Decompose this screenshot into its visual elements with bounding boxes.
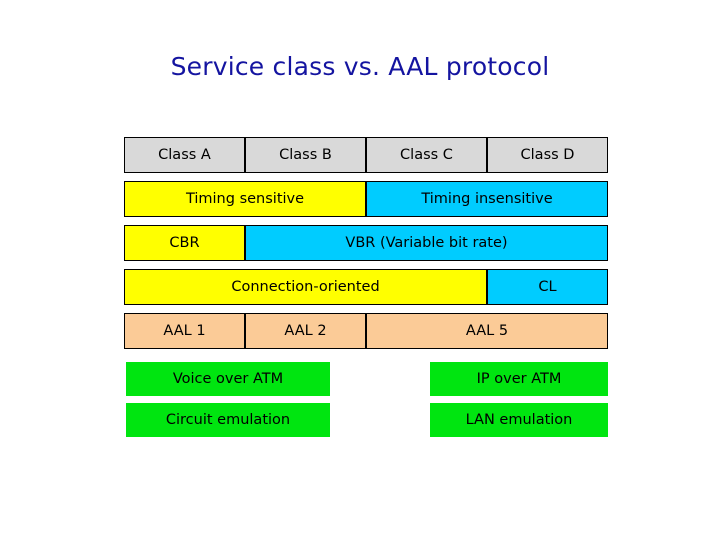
cell-class-b[interactable]: Class B (245, 137, 366, 173)
cell-class-a[interactable]: Class A (124, 137, 245, 173)
cell-aal-2[interactable]: AAL 2 (245, 313, 366, 349)
example-row-1: Voice over ATM IP over ATM (124, 362, 608, 398)
cell-connection-oriented[interactable]: Connection-oriented (124, 269, 487, 305)
cell-aal-5[interactable]: AAL 5 (366, 313, 608, 349)
cell-connectionless[interactable]: CL (487, 269, 608, 305)
example-lan-emulation[interactable]: LAN emulation (430, 403, 608, 437)
cell-vbr[interactable]: VBR (Variable bit rate) (245, 225, 608, 261)
connection-mode-row: Connection-oriented CL (124, 269, 608, 305)
example-row-2: Circuit emulation LAN emulation (124, 403, 608, 439)
page-title: Service class vs. AAL protocol (170, 52, 550, 81)
example-circuit-emulation[interactable]: Circuit emulation (126, 403, 330, 437)
example-voice-over-atm[interactable]: Voice over ATM (126, 362, 330, 396)
cell-timing-sensitive[interactable]: Timing sensitive (124, 181, 366, 217)
cell-class-c[interactable]: Class C (366, 137, 487, 173)
service-class-row: Class A Class B Class C Class D (124, 137, 608, 173)
timing-row: Timing sensitive Timing insensitive (124, 181, 608, 217)
cell-class-d[interactable]: Class D (487, 137, 608, 173)
cell-timing-insensitive[interactable]: Timing insensitive (366, 181, 608, 217)
cell-aal-1[interactable]: AAL 1 (124, 313, 245, 349)
example-ip-over-atm[interactable]: IP over ATM (430, 362, 608, 396)
cell-cbr[interactable]: CBR (124, 225, 245, 261)
bitrate-row: CBR VBR (Variable bit rate) (124, 225, 608, 261)
aal-protocol-row: AAL 1 AAL 2 AAL 5 (124, 313, 608, 349)
